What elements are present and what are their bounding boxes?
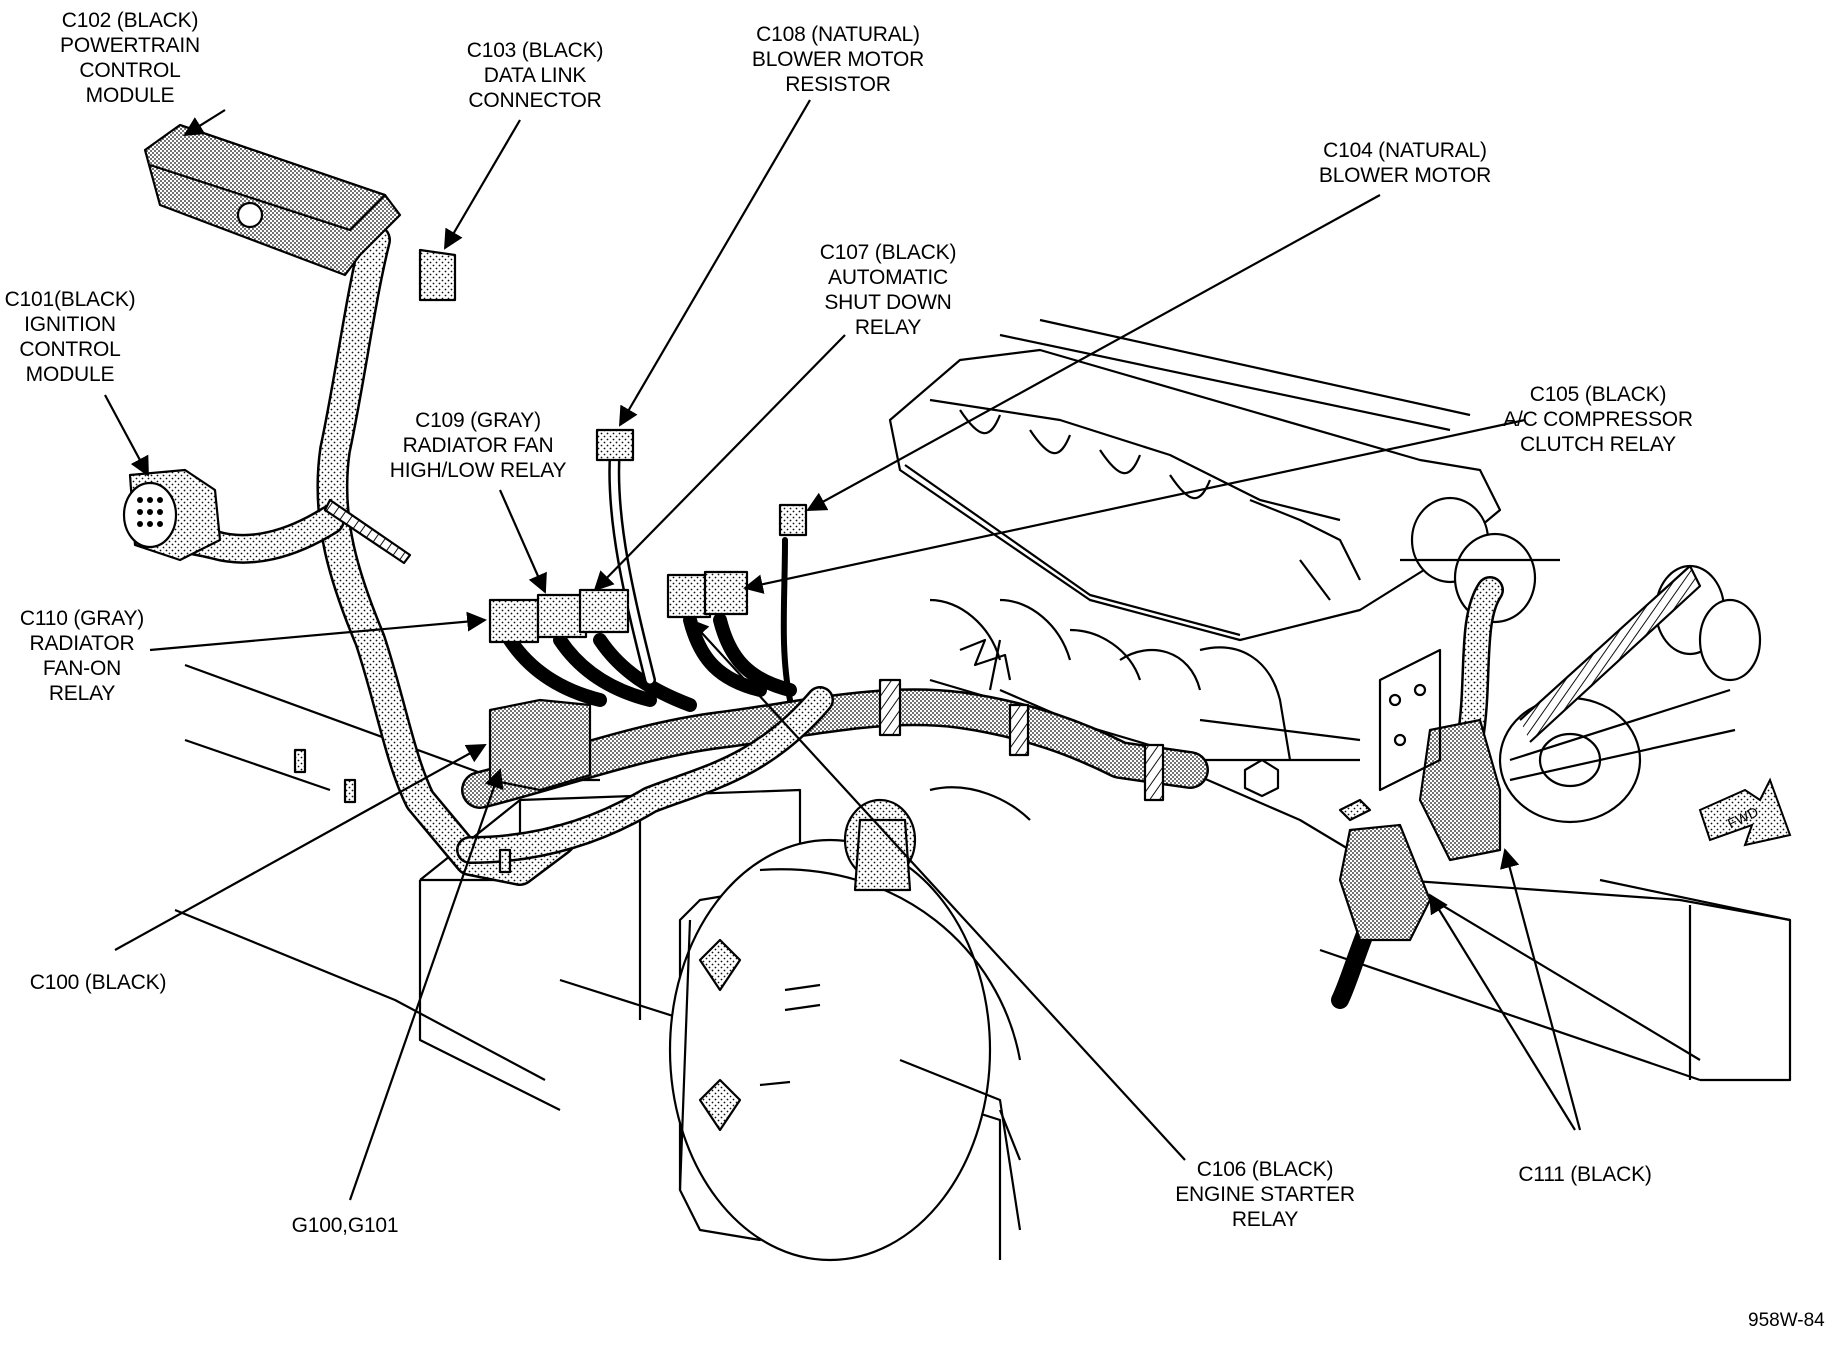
- callout-g100: G100,G101: [292, 1213, 399, 1238]
- figure-code: 958W-84: [1748, 1310, 1825, 1331]
- callout-line: SHUT DOWN: [824, 291, 952, 314]
- callout-line: BLOWER MOTOR: [1318, 164, 1492, 187]
- callout-line: HIGH/LOW RELAY: [389, 459, 567, 482]
- wiring-harness: [160, 224, 1504, 1009]
- callout-line: AUTOMATIC: [828, 266, 948, 289]
- callout-c104: C104 (NATURAL)BLOWER MOTOR: [1319, 138, 1491, 188]
- callout-line: RESISTOR: [785, 73, 891, 96]
- callout-line: IGNITION: [24, 313, 116, 336]
- callout-line: ENGINE STARTER: [1175, 1183, 1355, 1206]
- callout-line: MODULE: [25, 363, 115, 386]
- callout-line: C109 (GRAY): [415, 409, 541, 432]
- callout-line: FAN-ON: [42, 657, 122, 680]
- callout-line: MODULE: [85, 84, 175, 107]
- callout-line: POWERTRAIN: [60, 34, 200, 57]
- callout-line: CLUTCH RELAY: [1520, 433, 1676, 456]
- callout-line: C111 (BLACK): [1518, 1163, 1652, 1186]
- callout-line: RADIATOR: [29, 632, 135, 655]
- callout-line: DATA LINK: [483, 64, 587, 87]
- callout-line: C107 (BLACK): [819, 241, 957, 264]
- background-structure: [174, 663, 1792, 1260]
- callout-c111: C111 (BLACK): [1518, 1162, 1652, 1187]
- callout-line: C100 (BLACK): [29, 971, 167, 994]
- engine-block: [888, 318, 1762, 824]
- callout-line: BLOWER MOTOR: [751, 48, 925, 71]
- callout-line: RELAY: [1231, 1208, 1299, 1231]
- callout-line: C110 (GRAY): [19, 607, 145, 630]
- callout-line: C103 (BLACK): [466, 39, 604, 62]
- callout-line: C102 (BLACK): [61, 9, 199, 32]
- callout-line: RELAY: [48, 682, 116, 705]
- callout-c100: C100 (BLACK): [30, 970, 167, 995]
- callout-line: RELAY: [854, 316, 922, 339]
- brake-booster: [668, 786, 1031, 1262]
- callout-line: RADIATOR FAN: [402, 434, 554, 457]
- callout-line: A/C COMPRESSOR: [1503, 408, 1693, 431]
- callout-line: C104 (NATURAL): [1323, 139, 1487, 162]
- callout-line: CONTROL: [79, 59, 181, 82]
- callout-line: C105 (BLACK): [1529, 383, 1667, 406]
- callout-line: C106 (BLACK): [1196, 1158, 1334, 1181]
- callout-line: CONNECTOR: [468, 89, 602, 112]
- leader-lines: [104, 99, 1582, 1201]
- callout-line: C108 (NATURAL): [756, 23, 920, 46]
- callout-line: G100,G101: [291, 1214, 399, 1237]
- callout-line: CONTROL: [19, 338, 121, 361]
- forward-arrow: FWD: [1698, 777, 1792, 847]
- callout-line: C101(BLACK): [4, 288, 136, 311]
